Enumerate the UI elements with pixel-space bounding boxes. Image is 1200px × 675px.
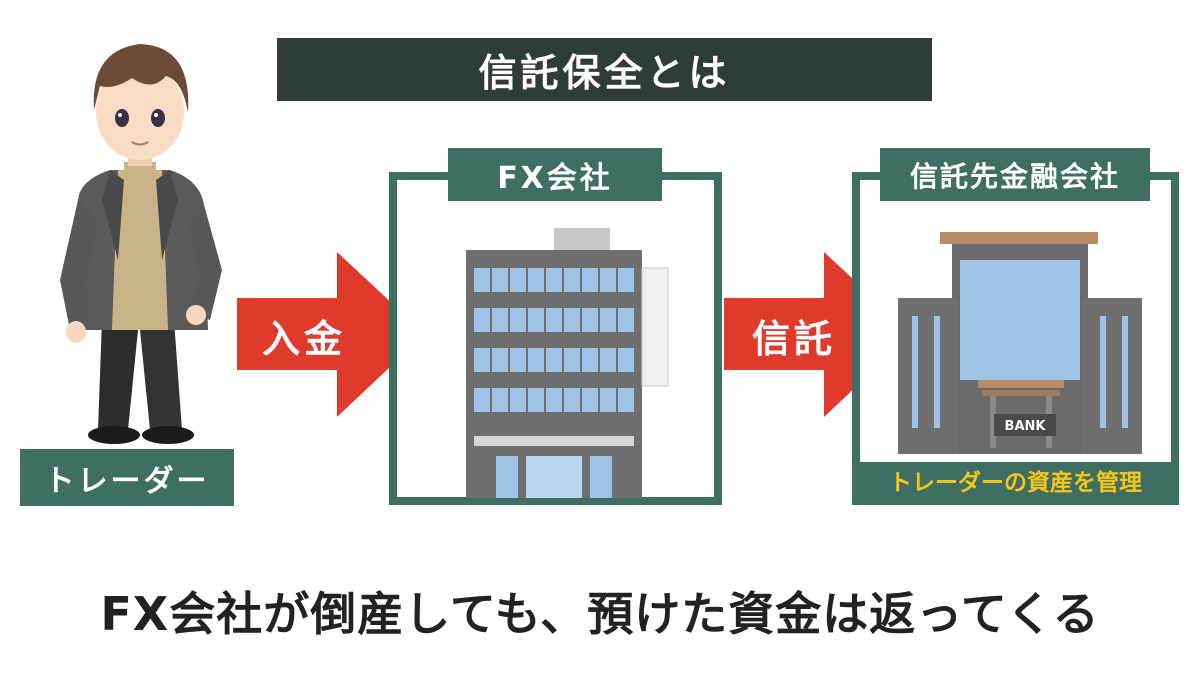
fx-company-label: FX会社 [448, 148, 662, 201]
office-building-icon [466, 228, 669, 498]
trader-label: トレーダー [20, 449, 234, 506]
bank-sign: BANK [1005, 419, 1047, 434]
trust-arrow-label: 信託 [752, 316, 837, 361]
bank-building-icon: BANK [898, 232, 1142, 454]
trust-bank-label: 信託先金融会社 [880, 148, 1150, 201]
bank-note: トレーダーの資産を管理 [889, 470, 1142, 496]
diagram-title: 信託保全とは [277, 38, 932, 101]
caption: FX会社が倒産しても、預けた資金は返ってくる [100, 587, 1100, 641]
bank-note-strip [860, 462, 1171, 498]
deposit-arrow [237, 252, 425, 417]
trader-illustration [60, 44, 222, 444]
deposit-arrow-label: 入金 [262, 316, 347, 361]
